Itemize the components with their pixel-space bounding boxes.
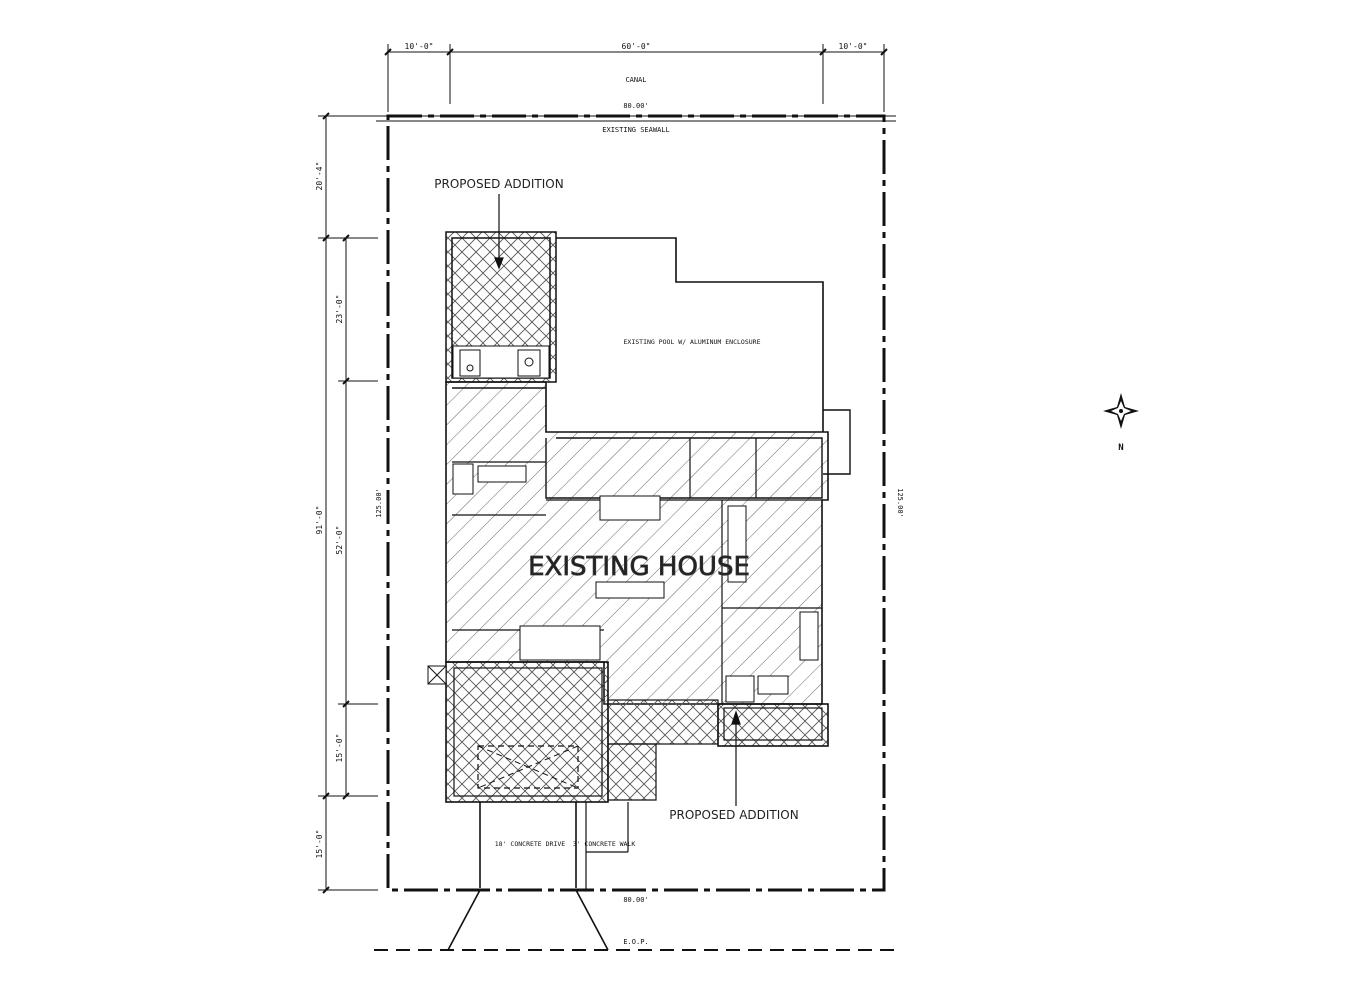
lot-width-top: 80.00' — [623, 102, 648, 110]
lot-depth-left: 125.00' — [375, 488, 383, 518]
dim-left-overall: 20'-4" — [315, 162, 324, 191]
dim-left-total: 91'-0" — [315, 506, 324, 535]
left-dimension-string — [318, 112, 378, 894]
pool-enclosure-outline — [556, 237, 824, 432]
seawall-label: EXISTING SEAWALL — [602, 126, 669, 134]
dim-top-center: 60'-0" — [622, 42, 651, 51]
dim-left-c: 15'-0" — [335, 734, 344, 763]
existing-house-block — [445, 381, 829, 705]
walkway — [585, 802, 629, 890]
proposed-addition-bottom-label: PROPOSED ADDITION — [669, 808, 798, 822]
property-line — [376, 114, 896, 892]
dim-left-b: 52'-0" — [335, 526, 344, 555]
edp-label: E.O.P. — [623, 938, 648, 946]
proposed-addition-bottom-arrow — [731, 710, 741, 806]
north-arrow-icon — [1103, 393, 1139, 429]
dim-left-d: 15'-0" — [315, 830, 324, 859]
dim-top-right: 10'-0" — [839, 42, 868, 51]
dim-top-left: 10'-0" — [405, 42, 434, 51]
proposed-addition-top-arrow — [494, 194, 504, 270]
proposed-addition-top-block — [445, 231, 557, 383]
proposed-addition-top-label: PROPOSED ADDITION — [434, 177, 563, 191]
pool-equipment-pad — [823, 409, 851, 475]
pool-label: EXISTING POOL W/ ALUMINUM ENCLOSURE — [624, 338, 761, 346]
walk-label: 3' CONCRETE WALK — [573, 840, 636, 848]
driveway — [447, 802, 609, 951]
dim-left-a: 23'-0" — [335, 295, 344, 324]
top-dimension-string — [384, 44, 888, 112]
proposed-addition-bottom-block — [607, 699, 829, 801]
lot-depth-right: 125.00' — [896, 488, 904, 518]
canal-label: CANAL — [625, 76, 646, 84]
existing-house-label: EXISTING HOUSE — [528, 552, 750, 582]
lot-width-bottom: 80.00' — [623, 896, 648, 904]
garage-block — [427, 661, 609, 803]
north-label: N — [1118, 443, 1123, 453]
drive-label: 18' CONCRETE DRIVE — [495, 840, 566, 848]
